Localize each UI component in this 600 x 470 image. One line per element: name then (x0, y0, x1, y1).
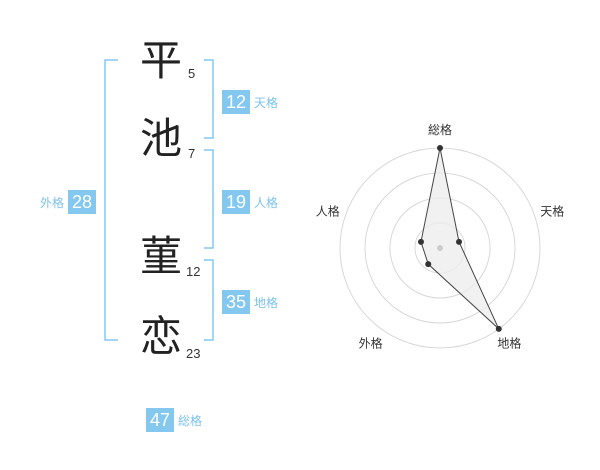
jinkaku-value: 19 (222, 190, 250, 214)
radar-point-4 (425, 261, 432, 268)
gaikaku-value: 28 (68, 190, 97, 214)
tenkaku-value: 12 (222, 90, 250, 114)
name-char-4: 恋 (139, 312, 182, 361)
radar-center-dot (437, 245, 443, 251)
jinkaku-label: 人格 (254, 195, 279, 210)
radar-axis-label-2: 天格 (540, 204, 564, 219)
stroke-count-4: 23 (186, 346, 201, 361)
gaikaku-badge: 外格 28 (40, 190, 97, 214)
radar-polygon (420, 147, 500, 330)
radar-point-2 (456, 238, 463, 245)
radar-point-1 (437, 145, 443, 151)
jinkaku-badge: 19 人格 (222, 190, 278, 214)
radar-axis-label-3: 地格 (497, 335, 521, 350)
chikaku-badge: 35 地格 (222, 290, 278, 314)
chikaku-label: 地格 (254, 295, 279, 310)
stroke-count-2: 7 (188, 146, 196, 161)
soukaku-label: 総格 (178, 413, 203, 428)
tenkaku-badge: 12 天格 (222, 90, 278, 114)
stroke-count-1: 5 (188, 66, 196, 81)
name-char-1: 平 (139, 36, 182, 85)
radar-axis-label-4: 外格 (359, 335, 383, 350)
soukaku-badge: 47 総格 (146, 408, 202, 432)
gaikaku-label: 外格 (40, 195, 65, 210)
soukaku-value: 47 (146, 408, 174, 432)
radar-point-3 (495, 325, 502, 332)
stroke-count-3: 12 (186, 264, 201, 279)
name-char-2: 池 (139, 114, 182, 163)
chikaku-value: 35 (222, 290, 250, 314)
name-char-3: 菫 (139, 232, 182, 281)
radar-axis-label-5: 人格 (316, 204, 340, 219)
tenkaku-label: 天格 (254, 95, 279, 110)
radar-axis-label-1: 総格 (428, 122, 452, 137)
radar-point-5 (417, 238, 424, 245)
